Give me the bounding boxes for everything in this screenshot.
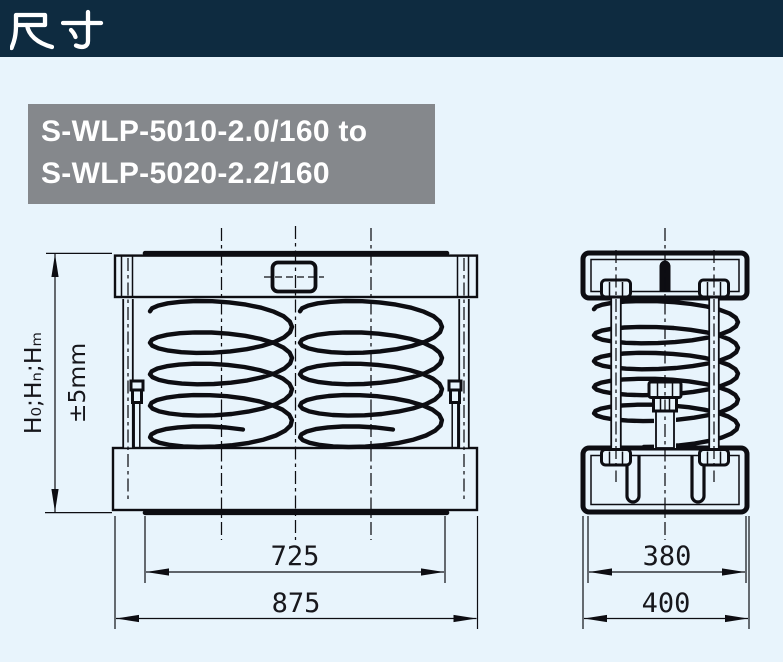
side-outer-dim-value: 400 [642,588,691,619]
front-tie-rod-left [123,299,143,448]
front-inner-dim-value: 725 [271,541,320,572]
front-tie-rod-right [449,299,469,448]
side-inner-dim-value: 380 [643,541,692,572]
front-outer-dim-value: 875 [272,588,321,619]
side-center-adjuster [649,382,681,448]
front-height-dim-label: H₀;Hₙ;Hₘ [19,332,47,434]
front-height-dim-tolerance: ±5mm [63,343,91,423]
